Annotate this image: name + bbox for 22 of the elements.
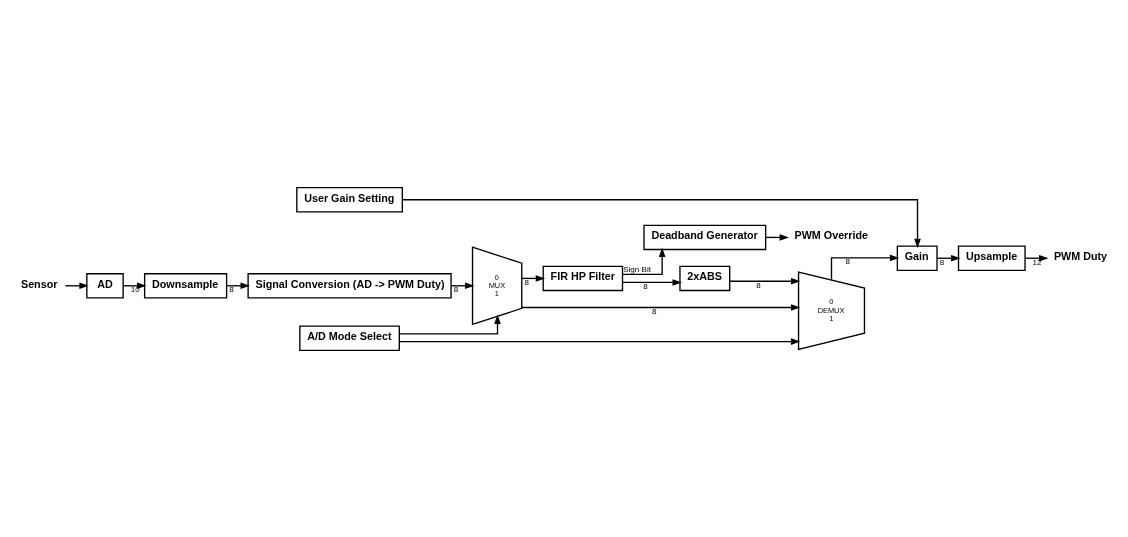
node-box: Signal Conversion (AD -> PWM Duty) <box>247 272 452 299</box>
node-box: Downsample <box>143 272 228 299</box>
node-box: User Gain Setting <box>296 186 403 213</box>
arrow <box>729 277 801 285</box>
node-box: AD <box>86 272 124 299</box>
node-box: 0 DEMUX 1 <box>797 270 866 350</box>
node-box: Gain <box>896 245 938 271</box>
node-box: A/D Mode Select <box>299 324 400 351</box>
arrow <box>398 337 801 345</box>
arrow <box>830 254 900 281</box>
arrow <box>621 278 682 286</box>
node-box: FIR HP Filter <box>542 265 624 291</box>
node-text: PWM Duty <box>1053 249 1108 262</box>
node-text: PWM Override <box>794 228 869 241</box>
arrow <box>622 247 666 275</box>
node-box: Deadband Generator <box>643 224 767 250</box>
arrow <box>401 198 921 248</box>
node-box: Upsample <box>957 245 1026 271</box>
node-text: Sensor <box>20 277 58 290</box>
arrow <box>398 313 501 335</box>
node-box: 2xABS <box>679 265 731 291</box>
arrow <box>521 303 801 311</box>
